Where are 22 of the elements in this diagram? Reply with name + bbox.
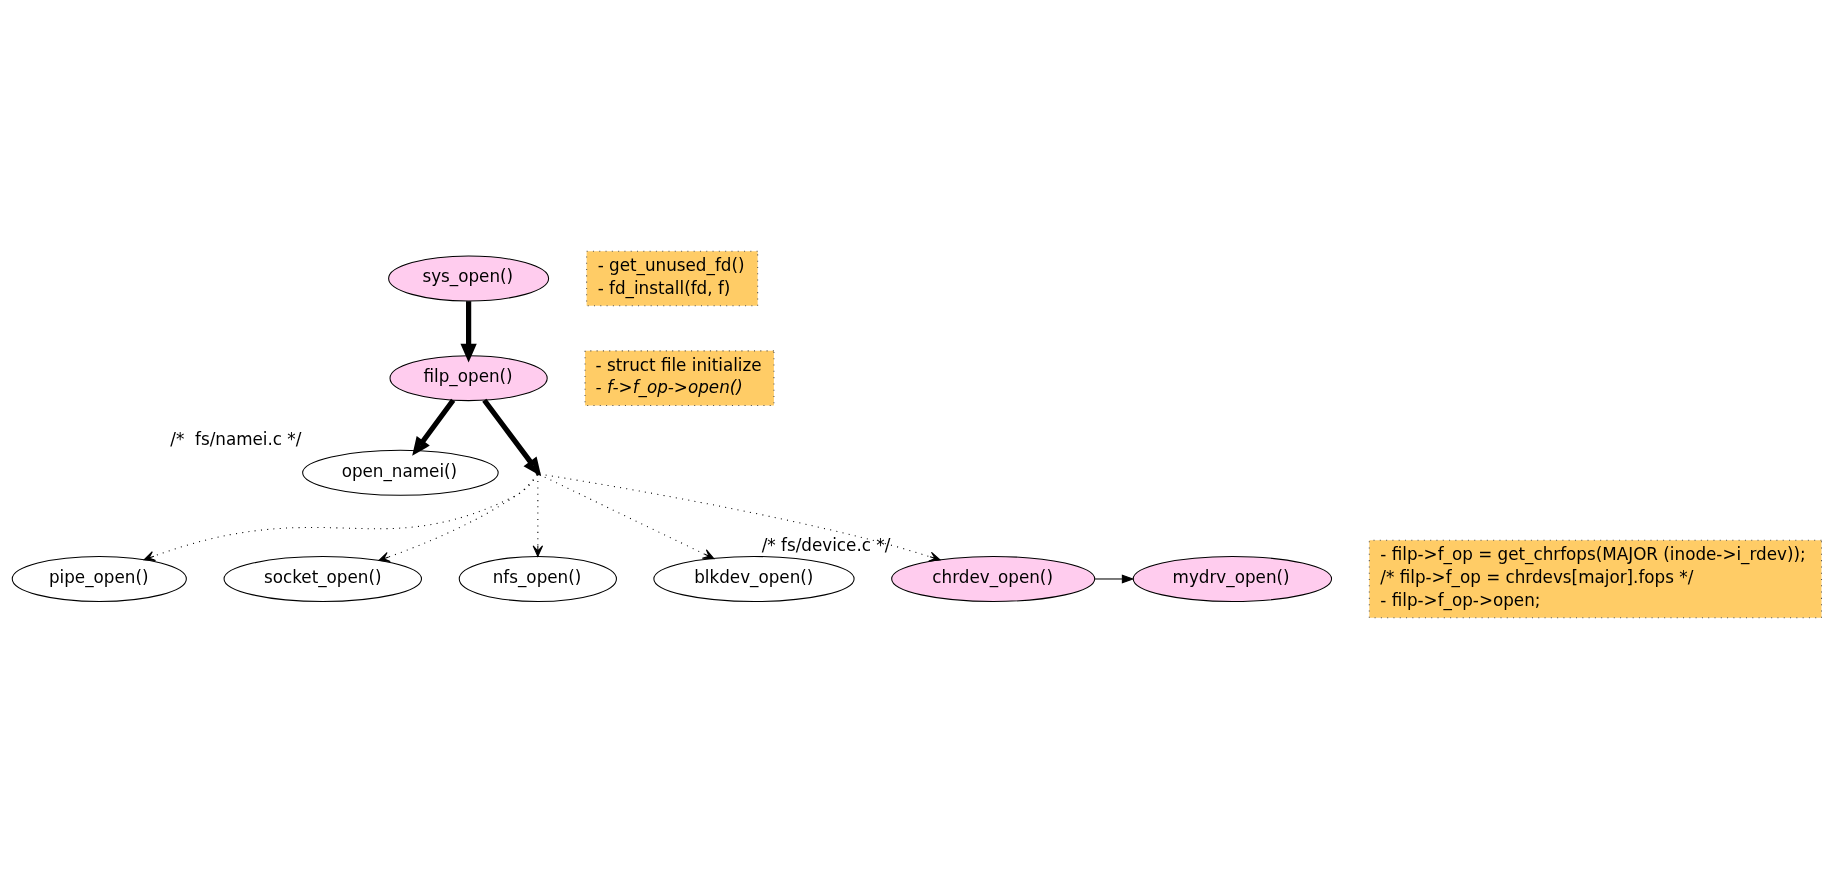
arrow [378, 474, 538, 562]
node-box: - get_unused_fd() - fd_install(fd, f) [586, 250, 759, 307]
arrow [538, 473, 941, 562]
arrow [1094, 574, 1135, 584]
node-ellipse: blkdev_open() [653, 555, 855, 602]
node-label: /* fs/device.c */ [761, 535, 891, 556]
arrow [538, 474, 715, 560]
node-label: /* fs/namei.c */ [170, 429, 302, 450]
node-ellipse: open_namei() [302, 449, 499, 496]
node-ellipse: sys_open() [388, 255, 550, 302]
arrow [460, 301, 477, 363]
arrow [143, 474, 538, 562]
node-ellipse: mydrv_open() [1132, 555, 1333, 602]
arrow [412, 398, 456, 456]
node-ellipse: socket_open() [223, 555, 422, 602]
node-box: - filp->f_op = get_chrfops(MAJOR (inode->i_rdev)); /* filp->f_op = chrdevs[major].fops */ - filp->f_op->open; [1368, 539, 1822, 619]
node-ellipse: nfs_open() [458, 555, 617, 602]
node-ellipse: pipe_open() [11, 555, 187, 602]
arrow [532, 474, 544, 557]
node-box: - struct file initialize - f->f_op->open() [584, 350, 775, 406]
node-ellipse: filp_open() [389, 355, 548, 402]
node-ellipse: chrdev_open() [891, 555, 1096, 602]
